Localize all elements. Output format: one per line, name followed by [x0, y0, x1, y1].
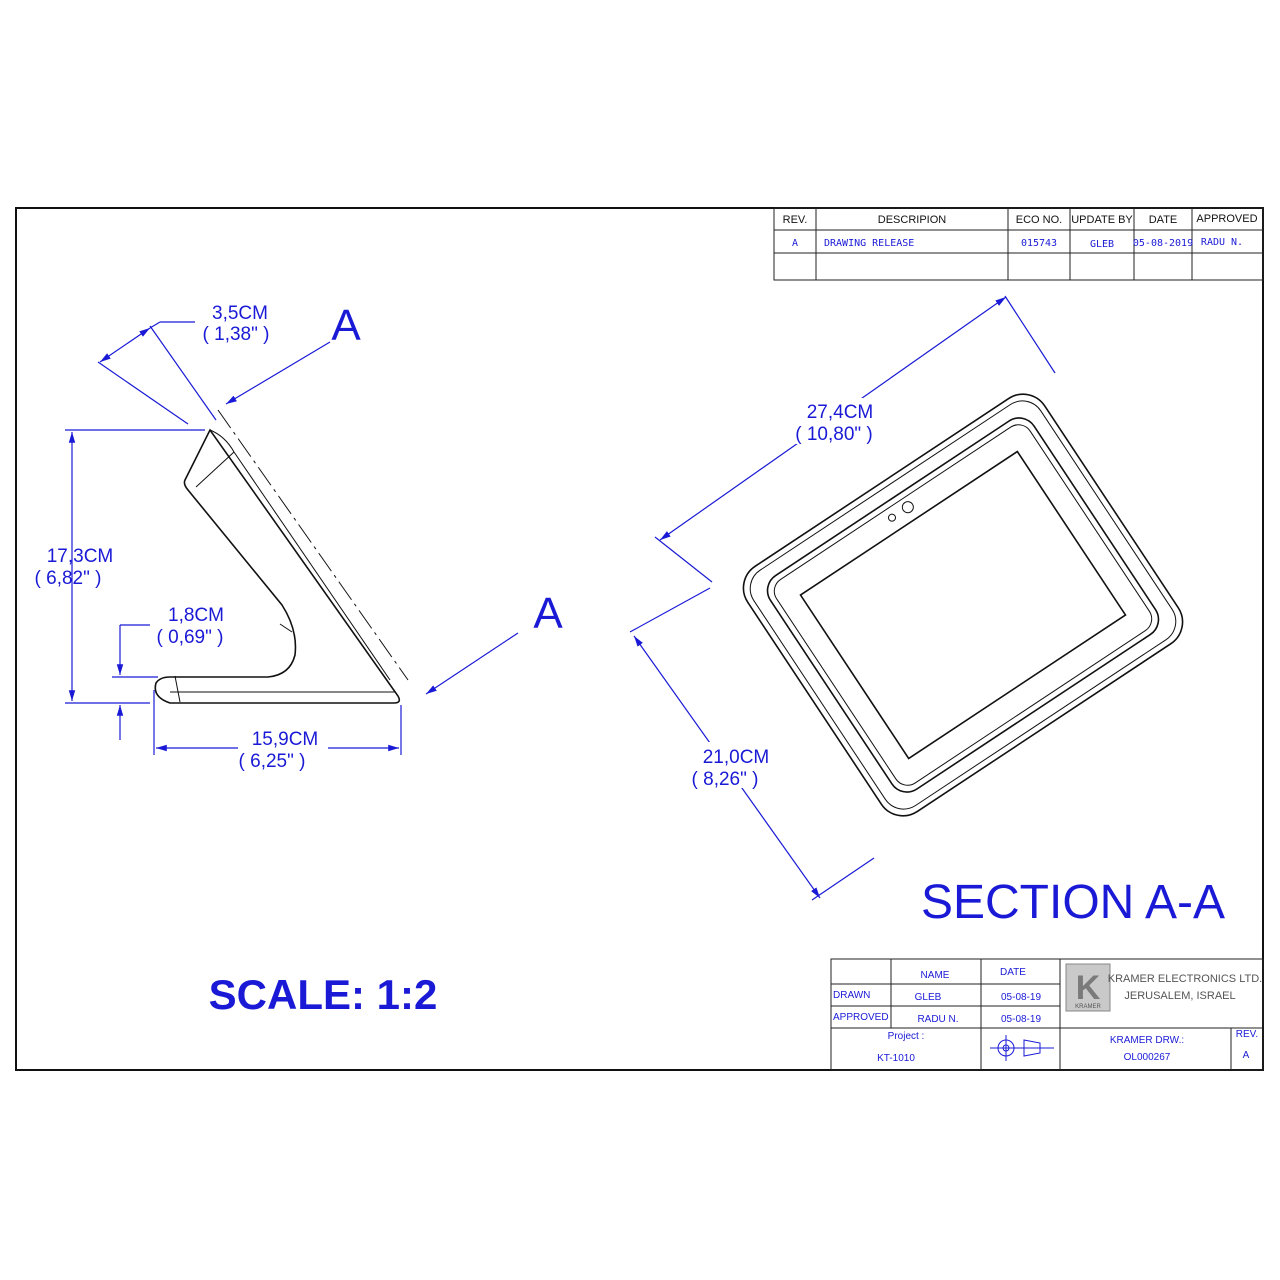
date-header: DATE [1149, 214, 1178, 226]
tb-rev-label: REV. [1236, 1029, 1258, 1040]
company-location: JERUSALEM, ISRAEL [1124, 990, 1235, 1002]
front-height-cm-label: 21,0CM [703, 747, 770, 768]
base-in-label: ( 0,69" ) [157, 627, 224, 648]
rev-header: REV. [783, 214, 808, 226]
drawn-name: GLEB [915, 992, 942, 1003]
section-line [217, 409, 409, 681]
description-value: DRAWING RELEASE [824, 238, 914, 249]
approved-date: 05-08-19 [1001, 1014, 1041, 1025]
project-label: Project : [888, 1031, 925, 1042]
side-view: A A 3,5CM ( 1,38" ) 17,3CM ( 6,82" ) 1,8… [35, 301, 563, 772]
drawn-date: 05-08-19 [1001, 992, 1041, 1003]
width-in-label: ( 10,80" ) [795, 424, 873, 445]
camera-icon [901, 501, 914, 514]
drawing-label: KRAMER DRW.: [1110, 1035, 1184, 1046]
section-label: SECTION A-A [921, 876, 1225, 929]
length-cm-label: 15,9CM [252, 729, 319, 750]
eco-header: ECO NO. [1016, 214, 1062, 226]
title-block: NAME DATE DRAWN GLEB 05-08-19 APPROVED R… [830, 958, 1264, 1071]
height-cm-label: 17,3CM [47, 546, 114, 567]
projection-symbol-icon [990, 1035, 1054, 1061]
length-in-label: ( 6,25" ) [239, 751, 306, 772]
revision-table: REV. DESCRIPION ECO NO. UPDATE BY DATE A… [773, 207, 1264, 281]
eco-value: 015743 [1021, 238, 1057, 249]
project-value: KT-1010 [877, 1053, 915, 1064]
tb-date-header: DATE [1000, 967, 1026, 978]
rev-value: A [792, 238, 798, 249]
approved-value: RADU N. [1201, 237, 1243, 248]
name-header: NAME [921, 970, 950, 981]
depth-in-label: ( 1,38" ) [203, 324, 270, 345]
section-mark-top: A [331, 301, 361, 350]
drawn-label: DRAWN [833, 990, 870, 1001]
scale-label: SCALE: 1:2 [209, 971, 438, 1018]
drawing-number: OL000267 [1124, 1052, 1171, 1063]
section-mark-bottom: A [533, 589, 563, 638]
tablet-screen [799, 450, 1127, 760]
tb-rev-value: A [1243, 1050, 1250, 1061]
update-by-value: GLEB [1090, 239, 1114, 250]
sensor-icon [888, 513, 897, 522]
approved-label: APPROVED [833, 1012, 889, 1023]
front-height-in-label: ( 8,26" ) [692, 769, 759, 790]
height-in-label: ( 6,82" ) [35, 568, 102, 589]
logo-letter: K [1076, 969, 1101, 1007]
base-cm-label: 1,8CM [168, 605, 224, 626]
date-value: 05-08-2019 [1133, 238, 1193, 249]
front-view: 27,4CM ( 10,80" ) 21,0CM ( 8,26" ) SECTI… [629, 295, 1225, 929]
approved-name: RADU N. [917, 1014, 958, 1025]
update-by-header: UPDATE BY [1071, 214, 1133, 226]
description-header: DESCRIPION [878, 214, 947, 226]
logo-wordmark: KRAMER [1075, 1004, 1101, 1010]
width-cm-label: 27,4CM [807, 402, 874, 423]
approved-header: APPROVED [1196, 213, 1257, 225]
depth-cm-label: 3,5CM [212, 303, 268, 324]
company-name: KRAMER ELECTRONICS LTD. [1108, 973, 1262, 985]
drawing-border [15, 207, 1264, 1071]
kramer-logo: K KRAMER [1065, 963, 1111, 1012]
